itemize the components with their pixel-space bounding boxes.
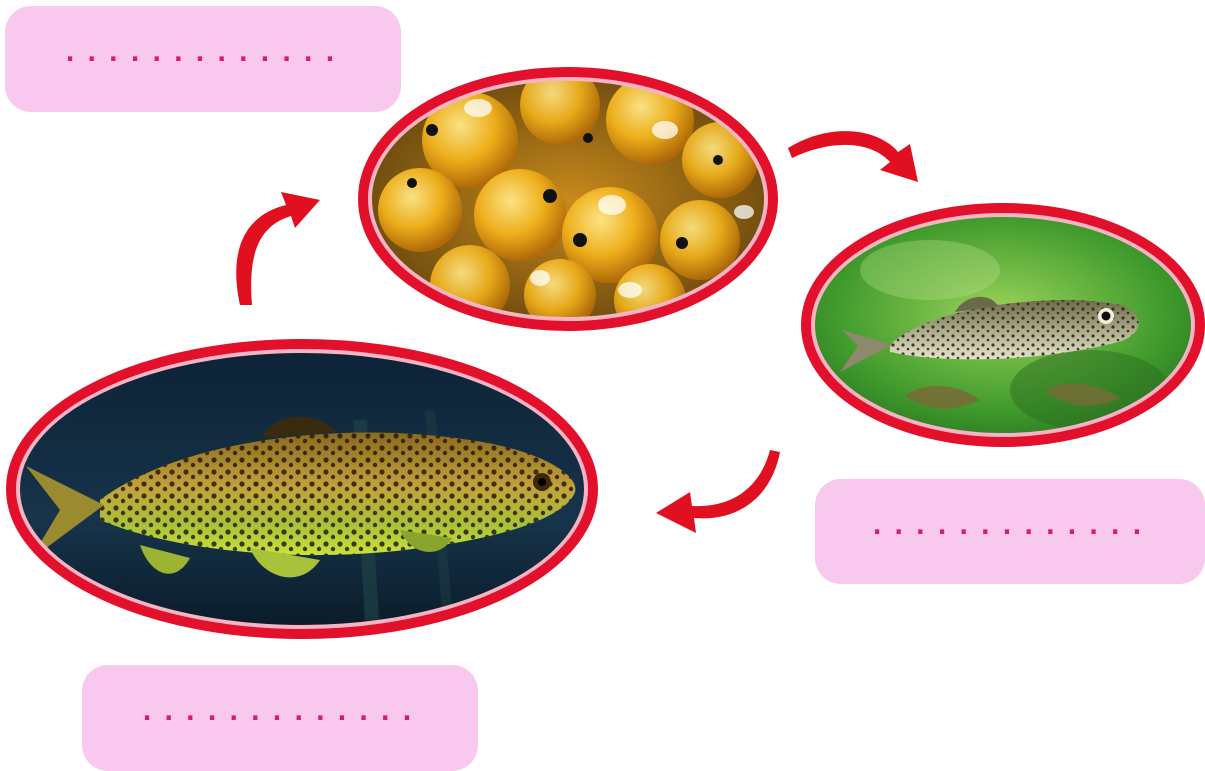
eggs-image xyxy=(360,65,780,336)
adult-trout-image xyxy=(10,344,600,635)
arrow-fry-to-adult xyxy=(656,450,780,533)
arrow-eggs-to-fry xyxy=(788,131,918,182)
arrow-adult-to-eggs xyxy=(236,192,320,305)
fry-image xyxy=(800,208,1200,442)
